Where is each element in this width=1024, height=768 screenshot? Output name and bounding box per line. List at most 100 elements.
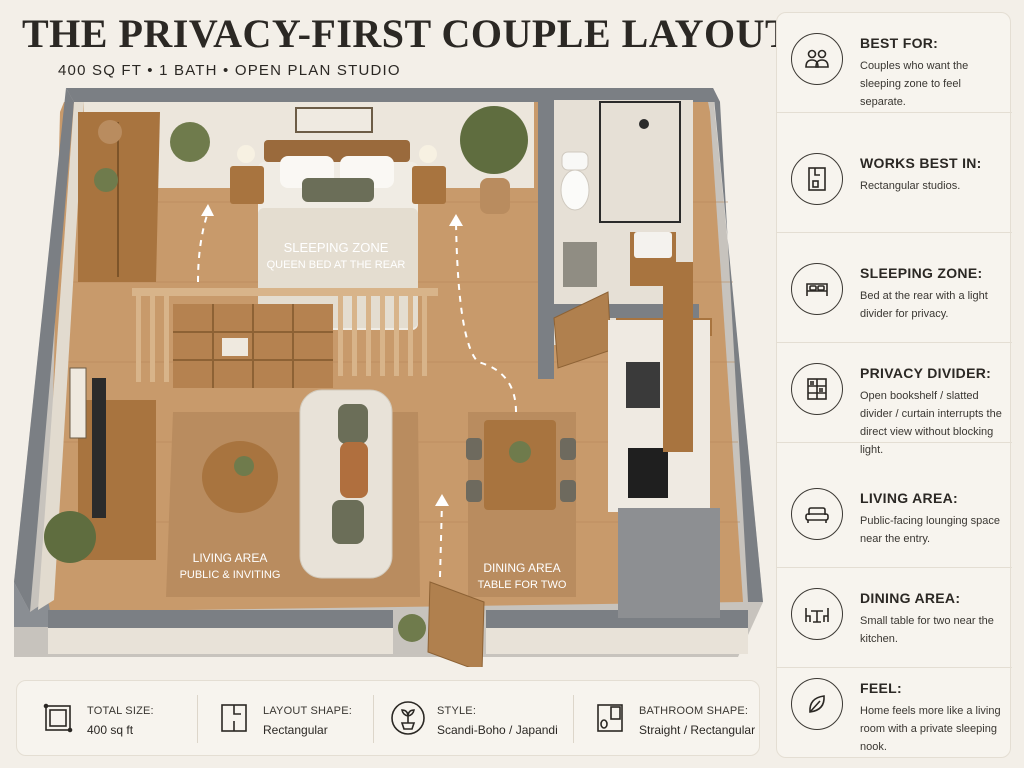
shower-head — [639, 119, 649, 129]
floor-plan-svg: SLEEPING ZONE QUEEN BED AT THE REAR LIVI… — [14, 88, 763, 667]
bathroom-wall — [538, 94, 554, 379]
corner-plant — [44, 511, 96, 563]
front-wall-left-face — [48, 628, 393, 654]
lamp-right — [419, 145, 437, 163]
dining-table — [484, 420, 556, 510]
flow-arrowhead-1 — [201, 204, 214, 216]
leaf-icon — [791, 678, 843, 730]
toilet-tank — [561, 151, 589, 171]
side-art — [69, 367, 87, 439]
bookshelf-icon — [791, 363, 843, 415]
sofa-icon — [791, 488, 843, 540]
sidebar-text: Couples who want the sleeping zone to fe… — [860, 60, 969, 108]
spec-label: TOTAL SIZE: — [87, 705, 154, 717]
plant-pot — [480, 178, 510, 214]
flow-arrow-bedroom-right — [455, 221, 517, 413]
dining-area-label: DINING AREA — [483, 561, 560, 575]
living-area-sublabel: PUBLIC & INVITING — [180, 569, 281, 581]
info-sidebar: BEST FOR: Couples who want the sleeping … — [776, 12, 1012, 758]
chair-4 — [560, 480, 576, 502]
accent-pillow — [302, 178, 374, 202]
flow-arrow-entry — [439, 501, 443, 578]
sidebar-text: Home feels more like a living room with … — [860, 705, 1001, 753]
bookshelf-shelves — [173, 304, 333, 388]
bath-mat — [563, 242, 597, 287]
flow-arrows — [197, 211, 517, 578]
sidebar-item-dining-area: DINING AREA: Small table for two near th… — [777, 568, 1012, 668]
couple-icon — [791, 33, 843, 85]
spec-label: STYLE: — [437, 705, 477, 717]
front-wall-right-face — [486, 628, 748, 654]
sleeping-zone-sublabel: QUEEN BED AT THE REAR — [267, 259, 406, 271]
sidebar-text: Small table for two near the kitchen. — [860, 615, 994, 645]
dining-area-sublabel: TABLE FOR TWO — [478, 579, 567, 591]
nightstand-right — [412, 166, 446, 204]
wall-corner — [14, 582, 53, 627]
sink — [634, 232, 672, 258]
cooktop — [628, 448, 668, 498]
divider-slats — [136, 296, 427, 382]
dining-plant — [509, 441, 531, 463]
sidebar-text: Public-facing lounging space near the en… — [860, 515, 1001, 545]
sidebar-item-best-for: BEST FOR: Couples who want the sleeping … — [777, 13, 1012, 113]
floorplan-icon — [791, 153, 843, 205]
open-shelving — [663, 262, 693, 452]
chair-3 — [560, 438, 576, 460]
sidebar-text: Open bookshelf / slatted divider / curta… — [860, 390, 1002, 456]
entry-plant — [398, 614, 426, 642]
spec-label: LAYOUT SHAPE: — [263, 705, 352, 717]
entry-door — [427, 581, 485, 667]
spec-layout-shape: LAYOUT SHAPE: Rectangular — [203, 681, 373, 757]
divider-rail — [132, 288, 438, 296]
sidebar-heading: DINING AREA: — [860, 590, 961, 606]
sidebar-item-sleeping-zone: SLEEPING ZONE: Bed at the rear with a li… — [777, 243, 1012, 343]
sidebar-item-privacy-divider: PRIVACY DIVIDER: Open bookshelf / slatte… — [777, 343, 1012, 456]
page-title: THE PRIVACY-FIRST COUPLE LAYOUT — [22, 11, 793, 56]
hanging-plant — [170, 122, 210, 162]
dining-icon — [791, 588, 843, 640]
kitchen-sink — [626, 362, 660, 408]
wall-art — [295, 107, 373, 133]
cushion-green — [338, 404, 368, 444]
sidebar-heading: PRIVACY DIVIDER: — [860, 365, 992, 381]
flow-arrow-bedroom-left — [197, 211, 209, 283]
books — [222, 338, 248, 356]
cushion-green-2 — [332, 500, 364, 544]
bed-icon — [791, 263, 843, 315]
flow-arrowhead-2 — [449, 214, 463, 226]
wall-top-left — [14, 88, 74, 612]
sleeping-zone-label: SLEEPING ZONE — [284, 240, 389, 255]
wall-top-right — [713, 88, 763, 602]
spec-label: BATHROOM SHAPE: — [639, 705, 749, 717]
sidebar-item-works-best-in: WORKS BEST IN: Rectangular studios. — [777, 133, 1012, 233]
specs-bar: TOTAL SIZE: 400 sq ft LAYOUT SHAPE: Rect… — [16, 680, 760, 756]
sidebar-text: Rectangular studios. — [860, 180, 961, 192]
spec-value: Scandi-Boho / Japandi — [437, 723, 558, 737]
duvet — [258, 208, 418, 328]
cushion-rust — [340, 442, 368, 498]
layout-icon — [215, 699, 253, 737]
chair-1 — [466, 438, 482, 460]
spec-total-size: TOTAL SIZE: 400 sq ft — [27, 681, 207, 757]
toilet-bowl — [560, 169, 590, 211]
spec-style: STYLE: Scandi-Boho / Japandi — [377, 681, 573, 757]
nightstand-left — [230, 166, 264, 204]
chair-2 — [466, 480, 482, 502]
spec-divider — [373, 695, 374, 743]
sidebar-heading: BEST FOR: — [860, 35, 939, 51]
wardrobe-plant — [94, 168, 118, 192]
sidebar-item-living-area: LIVING AREA: Public-facing lounging spac… — [777, 468, 1012, 568]
page-subtitle: 400 SQ FT • 1 BATH • OPEN PLAN STUDIO — [58, 62, 401, 79]
spec-value: 400 sq ft — [87, 723, 134, 737]
bathroom-icon — [591, 699, 629, 737]
spec-divider — [197, 695, 198, 743]
sidebar-text: Bed at the rear with a light divider for… — [860, 290, 988, 320]
front-wall-left — [48, 610, 393, 628]
tv — [92, 378, 106, 518]
spec-bathroom-shape: BATHROOM SHAPE: Straight / Rectangular — [579, 681, 759, 757]
plant-icon — [389, 699, 427, 737]
lamp-left — [237, 145, 255, 163]
floor-plant — [460, 106, 528, 174]
shower-glass — [599, 101, 681, 223]
table-plant — [234, 456, 254, 476]
